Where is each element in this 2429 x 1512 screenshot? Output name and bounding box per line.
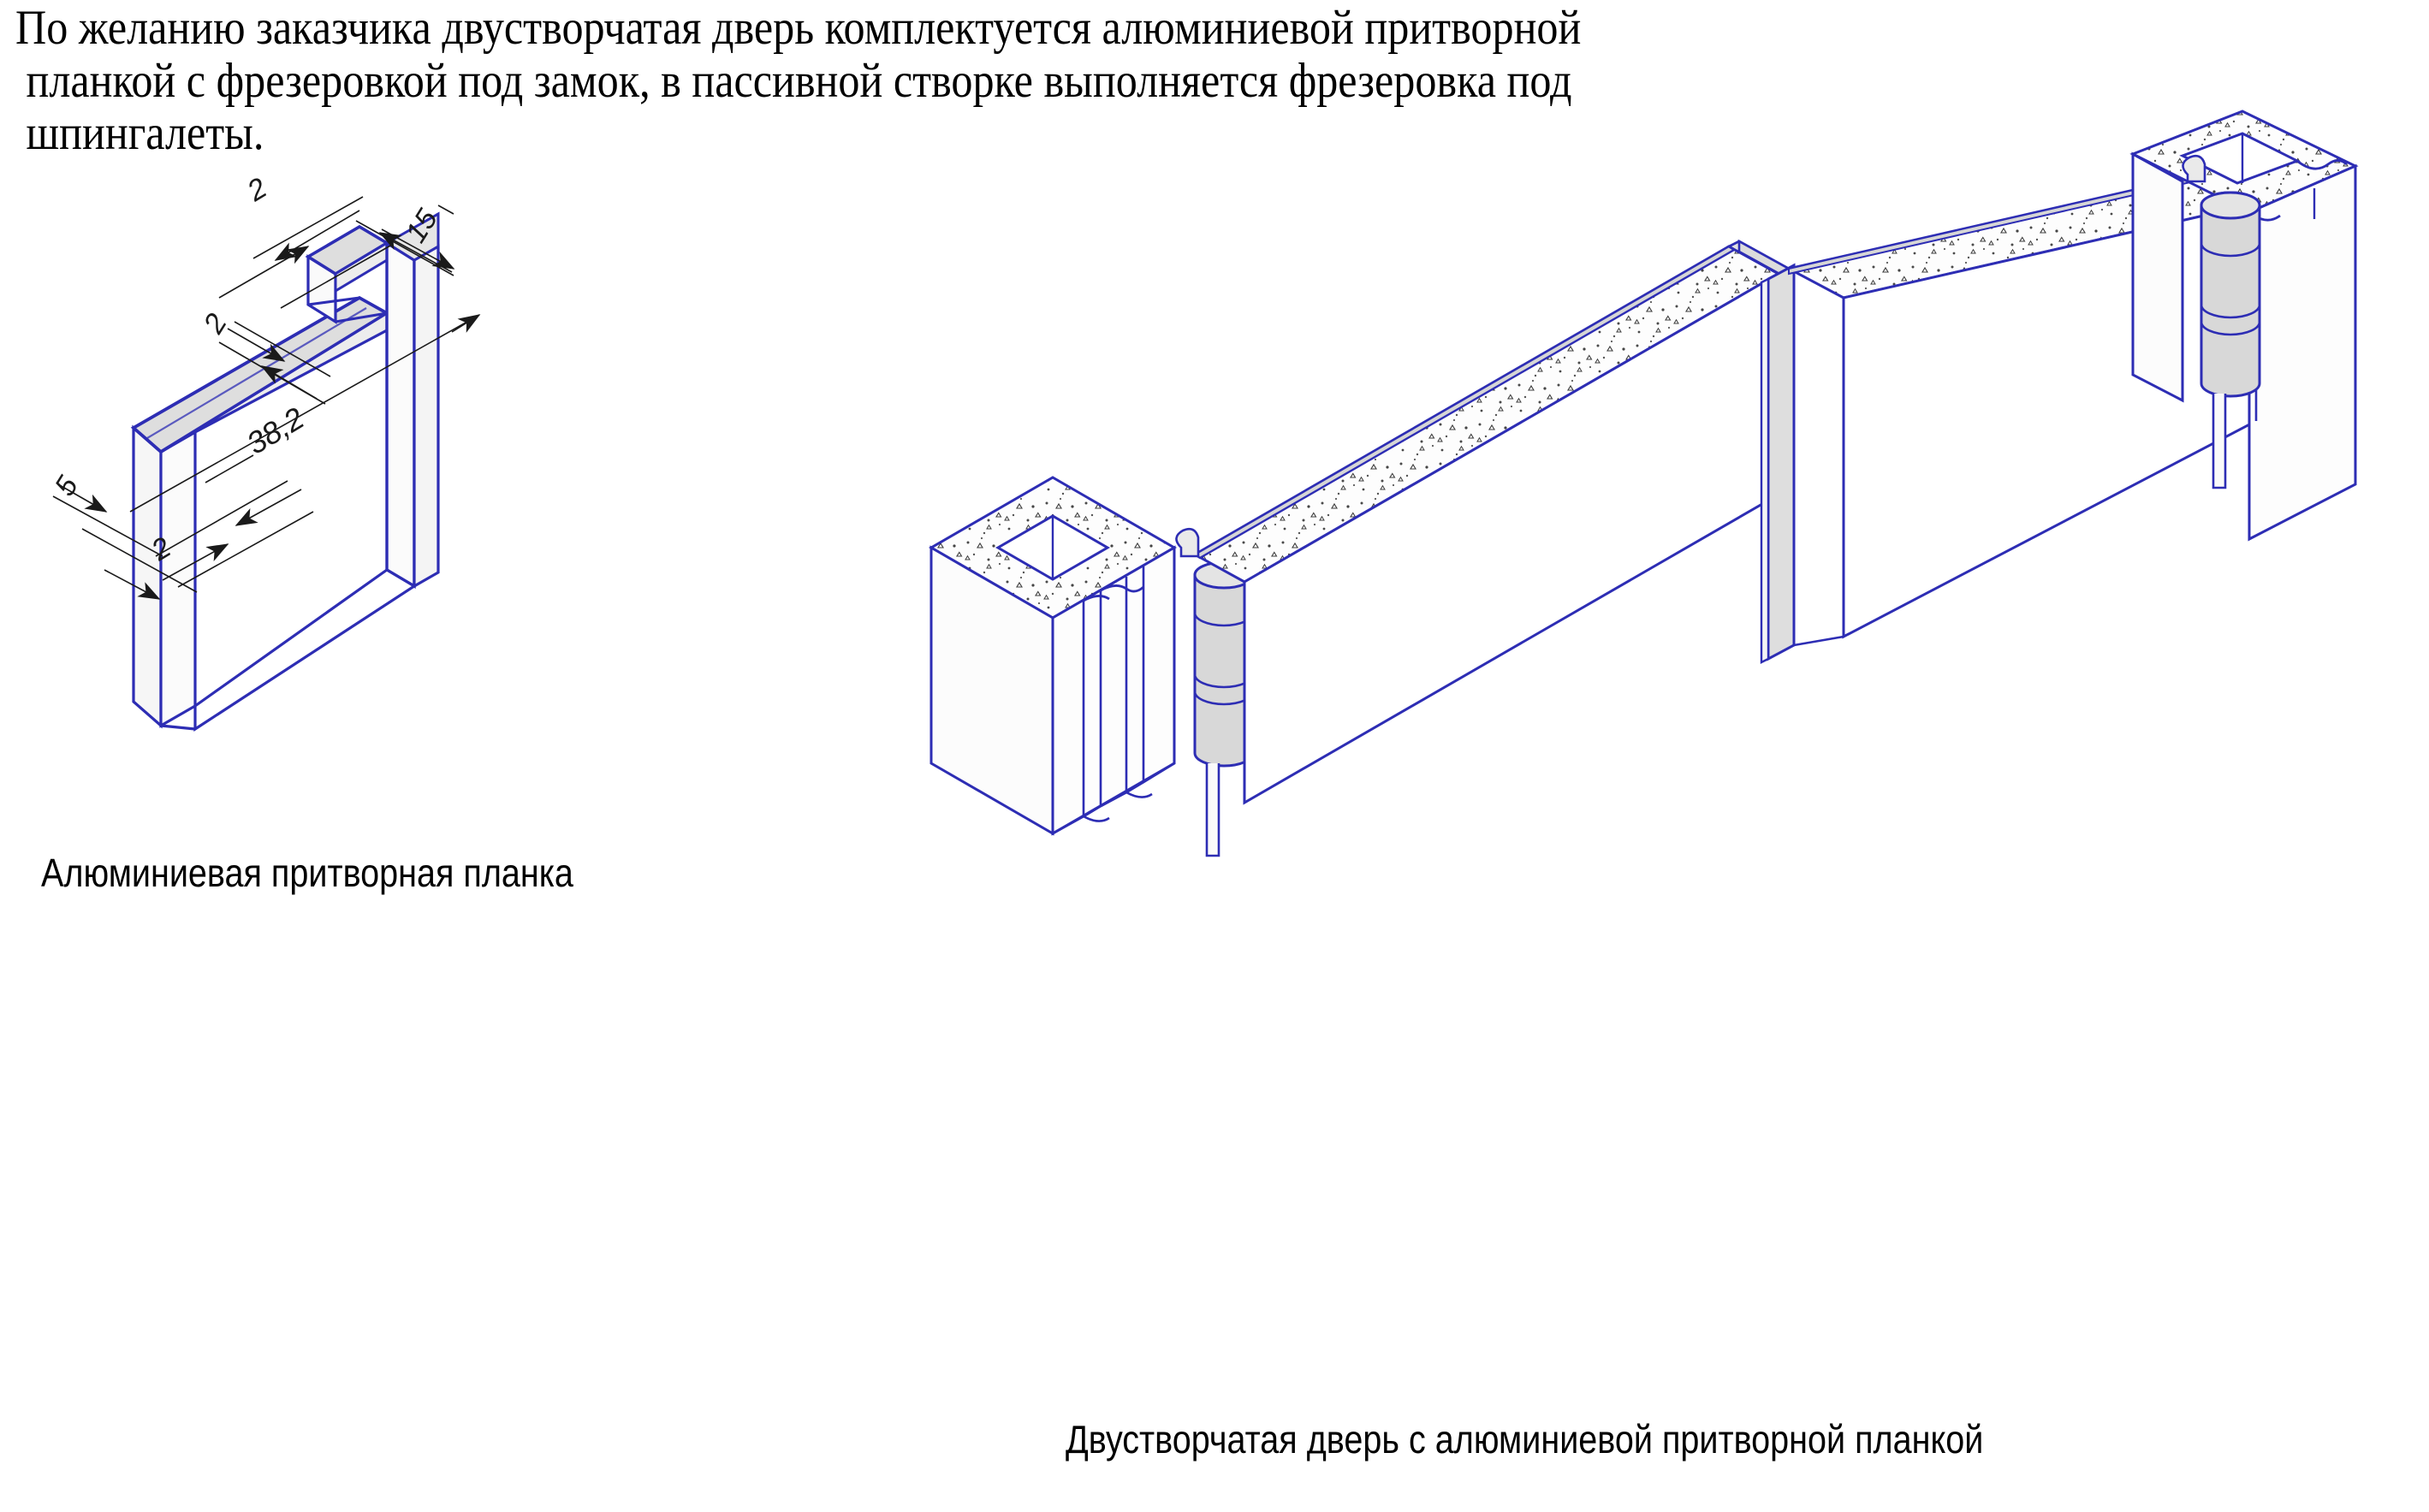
aluminium-astragal-drawing: 2 15 2 38,2 (49, 154, 787, 804)
door-leaf-passive (1785, 173, 2260, 647)
frame-post-right (2129, 110, 2359, 542)
dimension-label-38-2: 38,2 (241, 400, 310, 461)
astragal-profile-body (130, 211, 440, 732)
frame-post-left (929, 476, 1177, 836)
dimension-label-2-web: 2 (197, 308, 234, 340)
caption-aluminium-astragal: Алюминиевая притворная планка (41, 851, 573, 895)
double-leaf-door-drawing (924, 103, 2429, 1386)
hinge-right (2182, 154, 2261, 489)
door-leaf-active (1175, 245, 1782, 805)
dimension-label-2-top: 2 (241, 171, 273, 208)
header-description-text: По желанию заказчика двустворчатая дверь… (15, 1, 1582, 161)
caption-double-leaf-door: Двустворчатая дверь с алюминиевой притво… (1066, 1417, 1984, 1462)
